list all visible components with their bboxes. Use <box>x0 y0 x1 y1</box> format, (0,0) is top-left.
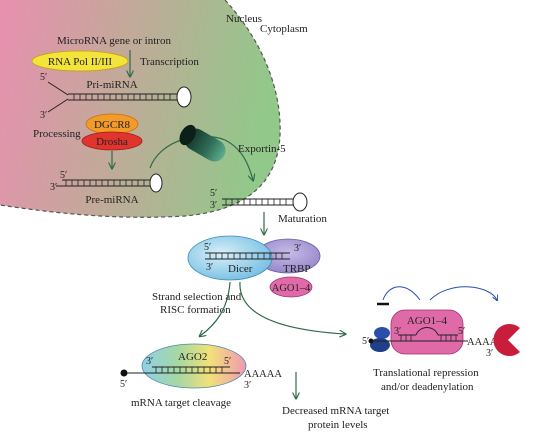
ago2-three-prime: 3′ <box>146 356 153 367</box>
ago2-five-prime: 5′ <box>224 356 231 367</box>
gene-label: MicroRNA gene or intron <box>57 35 171 47</box>
cyto-five-prime: 5′ <box>210 188 217 199</box>
ago-large-protein <box>390 309 464 355</box>
right-cap <box>368 338 374 344</box>
rna-pol-label: RNA Pol II/III <box>48 56 113 68</box>
trbp-three-prime: 3′ <box>294 243 301 254</box>
dicer-label: Dicer <box>228 263 253 275</box>
dicer-protein <box>187 235 273 281</box>
drosha-enzyme <box>81 131 143 151</box>
exportin-5-channel <box>179 124 226 162</box>
repression-duplex <box>372 327 468 342</box>
nuclear-envelope <box>0 0 281 218</box>
repression-arrow-left <box>382 286 421 301</box>
pri-mirna-upper-tail <box>47 81 69 96</box>
translational-label-2: and/or deadenylation <box>381 381 474 393</box>
maturation-label: Maturation <box>278 213 327 225</box>
decreased-label-1: Decreased mRNA target <box>282 405 389 417</box>
arrow-to-cleavage <box>200 281 231 336</box>
left-polya-tail: AAAAA <box>244 369 282 380</box>
deadenylase-pacman <box>493 323 520 356</box>
pre-five-prime: 5′ <box>60 170 67 181</box>
ago-large-three-prime: 3′ <box>394 326 401 337</box>
processing-label: Processing <box>33 128 81 140</box>
exportin-label: Exportin-5 <box>238 143 286 155</box>
ago-small-label: AGO1–4 <box>272 283 311 294</box>
pri-mirna-hairpin <box>68 86 192 108</box>
ago-large-label: AGO1–4 <box>407 315 448 327</box>
ago2-target-mrna <box>127 366 240 374</box>
trbp-label: TRBP <box>283 263 311 275</box>
ago-large-five-prime: 5′ <box>458 326 465 337</box>
ago2-label: AGO2 <box>178 351 207 363</box>
pre-mirna-label: Pre-miRNA <box>85 194 138 206</box>
pre-three-prime: 3′ <box>50 182 57 193</box>
pri-five-prime: 5′ <box>40 72 47 83</box>
pri-three-prime: 3′ <box>40 110 47 121</box>
left-cap <box>120 369 128 377</box>
drosha-label: Drosha <box>96 136 128 148</box>
strand-selection-label-1: Strand selection and <box>152 291 242 303</box>
nucleus-region <box>0 0 281 218</box>
cytoplasm-label: Cytoplasm <box>260 23 308 35</box>
pri-mirna-lower-tail <box>47 98 69 113</box>
cyto-three-prime: 3′ <box>210 200 217 211</box>
left-three-prime: 3′ <box>244 380 251 391</box>
repression-arrow-right <box>429 286 497 300</box>
right-five-prime: 5′ <box>362 336 369 347</box>
dicer-three-prime: 3′ <box>206 262 213 273</box>
ago-small-protein <box>269 276 313 298</box>
dicer-five-prime: 5′ <box>204 242 211 253</box>
left-five-prime: 5′ <box>120 379 127 390</box>
ago2-protein <box>141 343 247 389</box>
pri-mirna-label: Pri-miRNA <box>86 79 137 91</box>
cytoplasmic-pre-mirna <box>222 192 308 212</box>
export-arrow <box>149 135 253 180</box>
decreased-label-2: protein levels <box>308 419 368 431</box>
dicer-duplex <box>205 252 290 260</box>
nucleus-label: Nucleus <box>226 13 262 25</box>
rna-pol-enzyme <box>31 50 129 72</box>
transcription-label: Transcription <box>140 56 199 68</box>
dgcr8-label: DGCR8 <box>94 119 131 131</box>
translational-label-1: Translational repression <box>373 367 479 379</box>
right-three-prime: 3′ <box>486 348 493 359</box>
right-polya-tail: AAAAA <box>467 337 505 348</box>
pre-mirna-hairpin <box>56 173 163 193</box>
strand-selection-label-2: RISC formation <box>160 304 231 316</box>
arrow-to-repression <box>239 281 345 334</box>
cleavage-label: mRNA target cleavage <box>131 397 231 409</box>
